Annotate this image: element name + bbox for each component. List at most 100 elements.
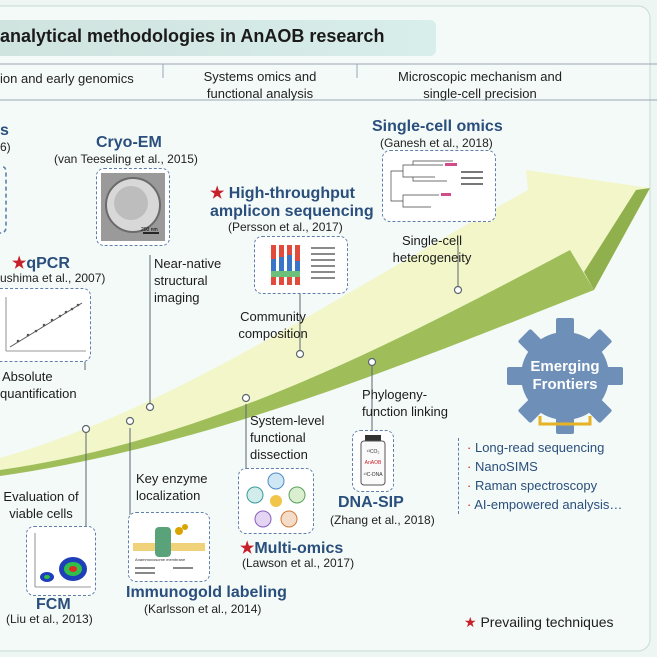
legend-star-icon: ★ <box>464 614 477 630</box>
single-cell-title: Single-cell omics <box>372 118 503 135</box>
timeline-arrow-body <box>0 170 650 470</box>
fcm-desc: Evaluation of viable cells <box>0 488 82 522</box>
multi-omics-cycle <box>246 472 306 528</box>
multi-omics-name: Multi-omics <box>254 540 344 557</box>
dna-sip-title: DNA-SIP <box>338 494 404 511</box>
emerging-title-1: Emerging <box>530 358 600 375</box>
left-partial-box <box>0 166 7 234</box>
bullet-icon: · <box>467 440 472 455</box>
phase-2-line-2: functional analysis <box>206 86 314 101</box>
bullet-icon: · <box>467 497 472 512</box>
emerging-item-4-text: AI-empowered analysis… <box>474 497 623 512</box>
dna-sip-vial: ¹³CO₂ AnAOB ¹³C-DNA <box>360 435 386 486</box>
phase-3-label: Microscopic mechanism and single-cell pr… <box>370 68 590 102</box>
qpcr-cite: ushima et al., 2007) <box>0 271 106 285</box>
dna-sip-figure-box: ¹³CO₂ AnAOB ¹³C-DNA <box>352 430 394 492</box>
timeline-arrow-shadow <box>0 250 594 476</box>
high-throughput-figure-box <box>254 236 348 294</box>
single-cell-cite: (Ganesh et al., 2018) <box>380 136 493 150</box>
legend: ★ Prevailing techniques <box>464 614 614 631</box>
high-throughput-desc-1: Community <box>240 309 306 324</box>
phase-1-label: ion and early genomics <box>0 71 134 86</box>
emerging-item-3: · Raman spectroscopy <box>459 476 649 495</box>
emerging-item-1: · Long-read sequencing <box>459 438 649 457</box>
phase-3-line-1: Microscopic mechanism and <box>397 69 562 84</box>
dna-sip-cite: (Zhang et al., 2018) <box>330 513 435 527</box>
cryo-em-desc-1: Near-native <box>154 256 222 271</box>
multi-omics-desc-3: dissection <box>250 447 308 462</box>
high-throughput-desc: Community composition <box>216 308 330 342</box>
single-cell-desc-1: Single-cell <box>402 233 462 248</box>
emerging-item-2-text: NanoSIMS <box>474 459 538 474</box>
dna-sip-vial-label-1: ¹³CO₂ <box>367 449 380 455</box>
fcm-density-plot <box>34 533 91 588</box>
multi-omics-star-icon: ★ <box>240 540 255 557</box>
dna-sip-desc-2: function linking <box>362 404 448 419</box>
high-throughput-name-1: High-throughput <box>228 185 355 202</box>
fcm-figure-box <box>26 526 96 596</box>
diagram-title: analytical methodologies in AnAOB resear… <box>0 26 385 46</box>
immunogold-desc: Key enzyme localization <box>136 470 208 504</box>
left-partial-cite: 6) <box>0 140 11 154</box>
title-band <box>0 20 436 56</box>
phase-2-line-1: Systems omics and <box>203 69 317 84</box>
immunogold-desc-2: localization <box>136 488 201 503</box>
timeline-arrowhead-shadow <box>584 188 650 290</box>
dna-sip-desc: Phylogeny- function linking <box>362 386 448 420</box>
single-cell-tree <box>390 160 483 208</box>
dna-sip-vial-label-3: ¹³C-DNA <box>363 472 383 478</box>
immunogold-schematic: Anammoxosome membrane <box>133 524 205 574</box>
legend-label: Prevailing techniques <box>480 614 614 630</box>
bullet-icon: · <box>467 478 472 493</box>
single-cell-figure-box <box>382 150 496 222</box>
timeline-nodes <box>81 285 463 434</box>
dna-sip-desc-1: Phylogeny- <box>362 387 428 402</box>
multi-omics-cite: (Lawson et al., 2017) <box>242 556 355 570</box>
high-throughput-name-2: amplicon sequencing <box>210 203 374 220</box>
cryo-em-title: Cryo-EM <box>96 134 162 151</box>
qpcr-title: ★qPCR <box>12 253 70 273</box>
phase-3-line-2: single-cell precision <box>423 86 537 101</box>
cryo-em-micrograph: 200 nm <box>101 173 165 241</box>
emerging-item-2: · NanoSIMS <box>459 457 649 476</box>
multi-omics-title: ★Multi-omics <box>240 538 343 558</box>
gear-icon <box>507 318 623 434</box>
qpcr-desc-2: quantification <box>0 386 77 401</box>
cryo-em-desc-2: structural <box>154 273 208 288</box>
emerging-title-2: Frontiers <box>532 376 598 393</box>
fcm-title: FCM <box>36 596 71 613</box>
high-throughput-cite: (Persson et al., 2017) <box>228 220 343 234</box>
multi-omics-desc-1: System-level <box>250 413 325 428</box>
cryo-em-desc-3: imaging <box>154 290 200 305</box>
multi-omics-desc: System-level functional dissection <box>250 412 324 463</box>
emerging-title: Emerging Frontiers <box>514 358 616 394</box>
fcm-cite: (Liu et al., 2013) <box>6 612 93 626</box>
qpcr-desc: Absolute quantification <box>0 368 77 402</box>
cryo-em-figure-box: 200 nm <box>96 168 170 246</box>
high-throughput-desc-2: composition <box>238 326 308 341</box>
bullet-icon: · <box>467 459 472 474</box>
immunogold-cite: (Karlsson et al., 2014) <box>144 602 262 616</box>
cryo-em-scale-label: 200 nm <box>141 227 158 233</box>
high-throughput-title: ★ High-throughput amplicon sequencing <box>210 185 374 221</box>
high-throughput-star-icon: ★ <box>210 185 225 202</box>
emerging-item-3-text: Raman spectroscopy <box>474 478 598 493</box>
single-cell-desc-2: heterogeneity <box>392 250 472 265</box>
emerging-item-1-text: Long-read sequencing <box>474 440 605 455</box>
emerging-item-4: · AI-empowered analysis… <box>459 495 649 514</box>
qpcr-star-icon: ★ <box>12 255 27 272</box>
qpcr-figure-box <box>0 288 91 362</box>
qpcr-name: qPCR <box>26 255 70 272</box>
amplicon-stacked-bars <box>271 245 335 285</box>
immunogold-figure-label: Anammoxosome membrane <box>135 557 186 562</box>
qpcr-scatter-plot <box>5 297 86 352</box>
single-cell-desc: Single-cell heterogeneity <box>392 232 472 266</box>
phase-2-label: Systems omics and functional analysis <box>170 68 350 102</box>
immunogold-title: Immunogold labeling <box>126 584 287 601</box>
cryo-em-cite: (van Teeseling et al., 2015) <box>54 152 198 166</box>
dna-sip-vial-label-2: AnAOB <box>365 460 382 466</box>
multi-omics-desc-2: functional <box>250 430 306 445</box>
immunogold-figure-box: Anammoxosome membrane <box>128 512 210 582</box>
multi-omics-figure-box <box>238 468 314 534</box>
